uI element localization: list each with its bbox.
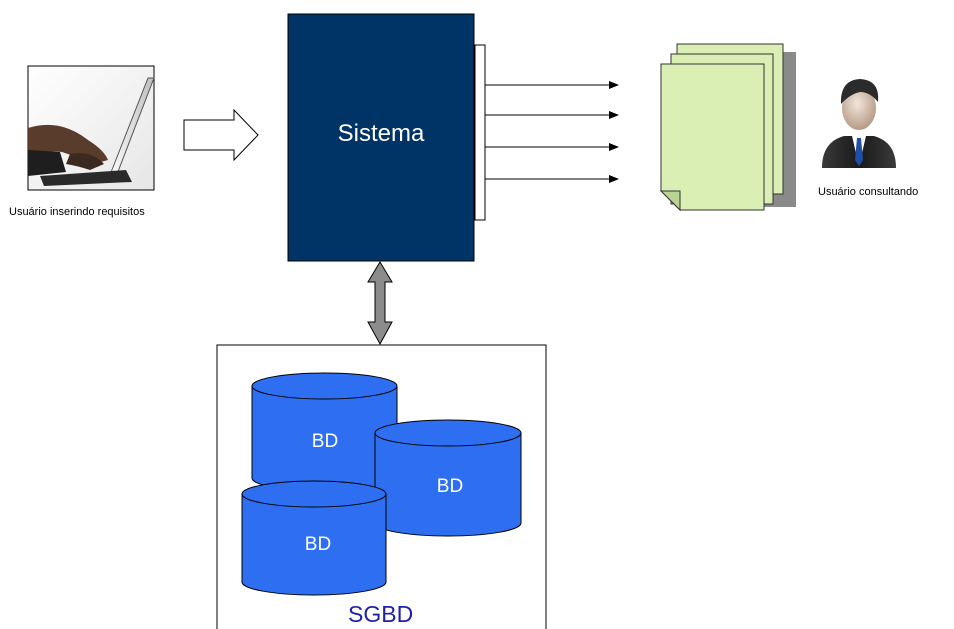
user-input-caption: Usuário inserindo requisitos: [9, 206, 145, 218]
database-cylinder-2[interactable]: [241, 480, 387, 596]
system-label: Sistema: [337, 120, 425, 147]
database-label-1: BD: [311, 431, 339, 452]
user-output-caption: Usuário consultando: [818, 186, 919, 198]
system-output-bar: [474, 44, 486, 221]
laptop-typing-icon: [27, 65, 155, 191]
hollow-arrow-right-icon: [183, 108, 259, 162]
database-label-2: BD: [304, 534, 332, 555]
database-cylinder-1[interactable]: [251, 372, 398, 492]
database-cylinder-3[interactable]: [374, 419, 522, 537]
double-arrow-vertical-icon: [367, 261, 393, 346]
document-stack-icon: [659, 43, 796, 212]
businessman-avatar-icon: [822, 79, 896, 168]
database-label-3: BD: [436, 476, 464, 497]
sgbd-label: SGBD: [348, 601, 414, 627]
system-box[interactable]: [287, 13, 475, 262]
